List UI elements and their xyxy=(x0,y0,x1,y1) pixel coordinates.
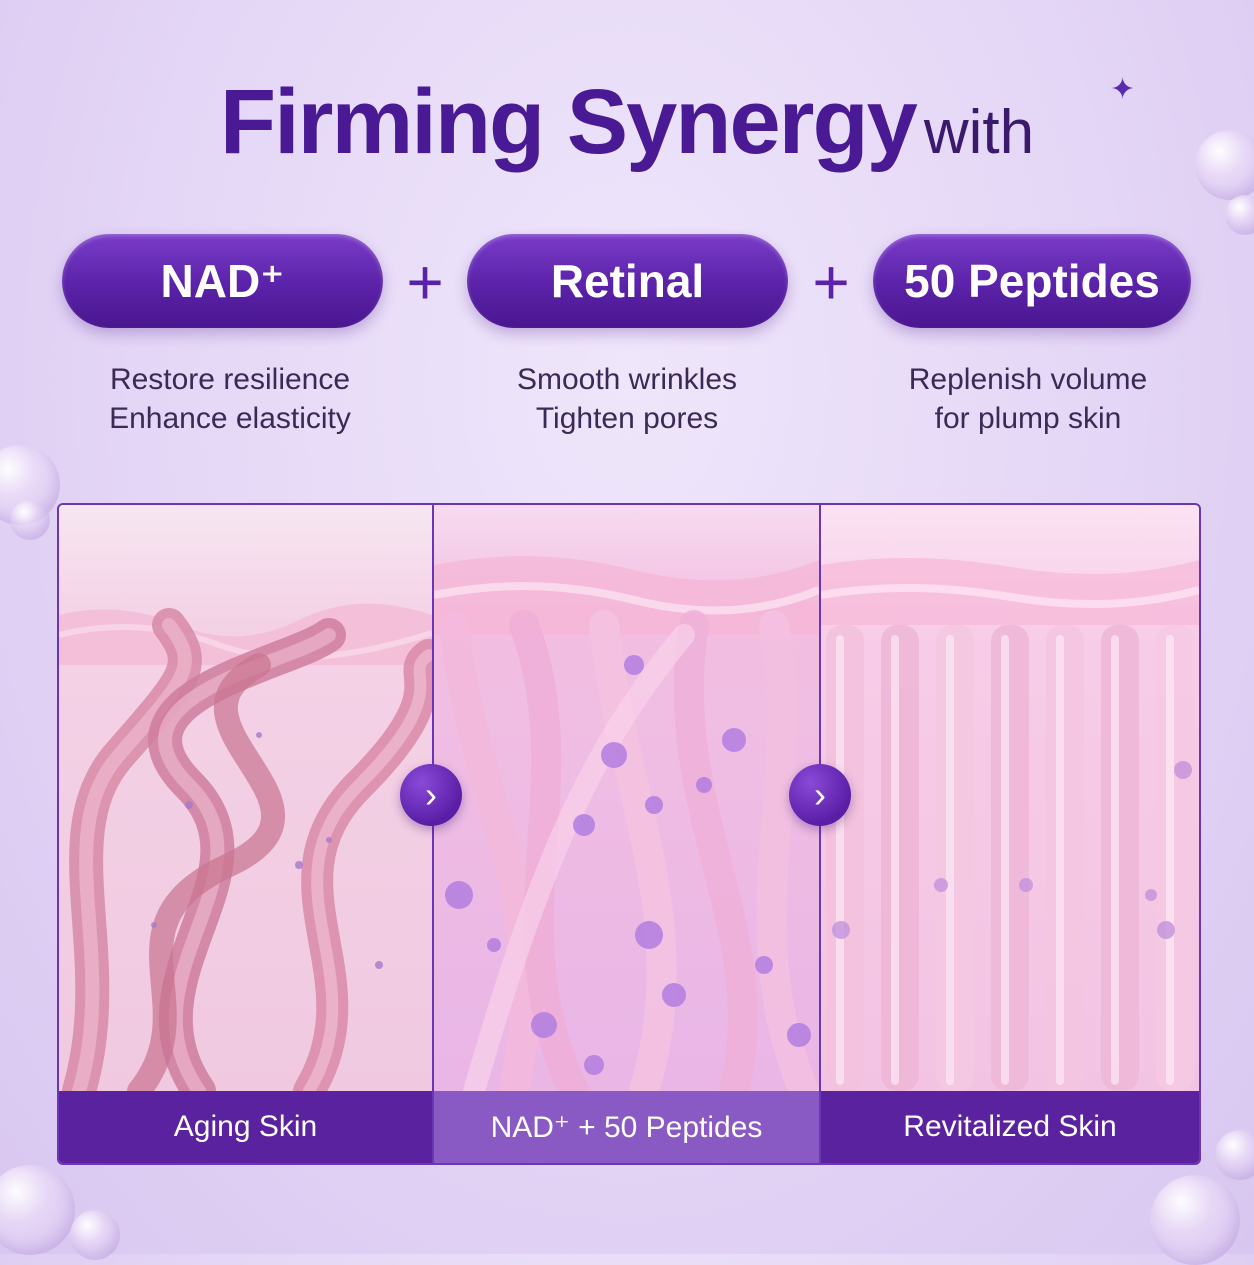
description-line: for plump skin xyxy=(934,402,1122,435)
panel-divider xyxy=(432,505,434,1163)
ingredient-label: NAD⁺ xyxy=(160,255,285,307)
sparkle-icon: ✦ xyxy=(1110,73,1136,106)
plus-icon: + xyxy=(406,246,444,318)
panel-caption-revitalized: Revitalized Skin xyxy=(821,1091,1199,1163)
description-line: Smooth wrinkles xyxy=(516,363,738,396)
ingredient-description-peptides: Replenish volume for plump skin xyxy=(848,360,1208,438)
title-suffix: with xyxy=(923,98,1035,167)
panel-caption-aging: Aging Skin xyxy=(59,1091,432,1163)
ingredient-pill-retinal: Retinal xyxy=(467,234,788,328)
bubble-decoration xyxy=(1150,1175,1240,1265)
description-line: Restore resilience xyxy=(109,363,351,396)
ingredient-label: Retinal xyxy=(550,255,705,307)
panel-divider xyxy=(819,505,821,1163)
revitalized-skin-illustration xyxy=(821,505,1199,1091)
bubble-decoration xyxy=(10,500,50,540)
description-line: Replenish volume xyxy=(908,363,1148,396)
treatment-illustration xyxy=(434,505,819,1091)
chevron-right-icon: › xyxy=(789,764,851,826)
ingredient-pill-peptides: 50 Peptides xyxy=(873,234,1191,328)
ingredient-label: 50 Peptides xyxy=(904,255,1160,307)
bubble-decoration xyxy=(0,1165,75,1255)
ingredient-pill-nad: NAD⁺ xyxy=(62,234,383,328)
title-main: Firming Synergy xyxy=(219,71,918,173)
aging-skin-illustration xyxy=(59,505,432,1091)
description-line: Enhance elasticity xyxy=(109,402,351,435)
skin-comparison-panels: Aging Skin NAD⁺ + 50 Peptides Revitalize… xyxy=(57,503,1201,1165)
ingredient-description-retinal: Smooth wrinkles Tighten pores xyxy=(447,360,807,438)
bubble-decoration xyxy=(1225,195,1254,235)
panel-caption-treatment: NAD⁺ + 50 Peptides xyxy=(434,1091,819,1163)
bubble-decoration xyxy=(70,1210,120,1260)
plus-icon: + xyxy=(812,246,850,318)
bubble-decoration xyxy=(1195,130,1254,200)
bubble-decoration xyxy=(1215,1130,1254,1180)
ingredient-description-nad: Restore resilience Enhance elasticity xyxy=(50,360,410,438)
description-line: Tighten pores xyxy=(535,402,719,435)
chevron-right-icon: › xyxy=(400,764,462,826)
